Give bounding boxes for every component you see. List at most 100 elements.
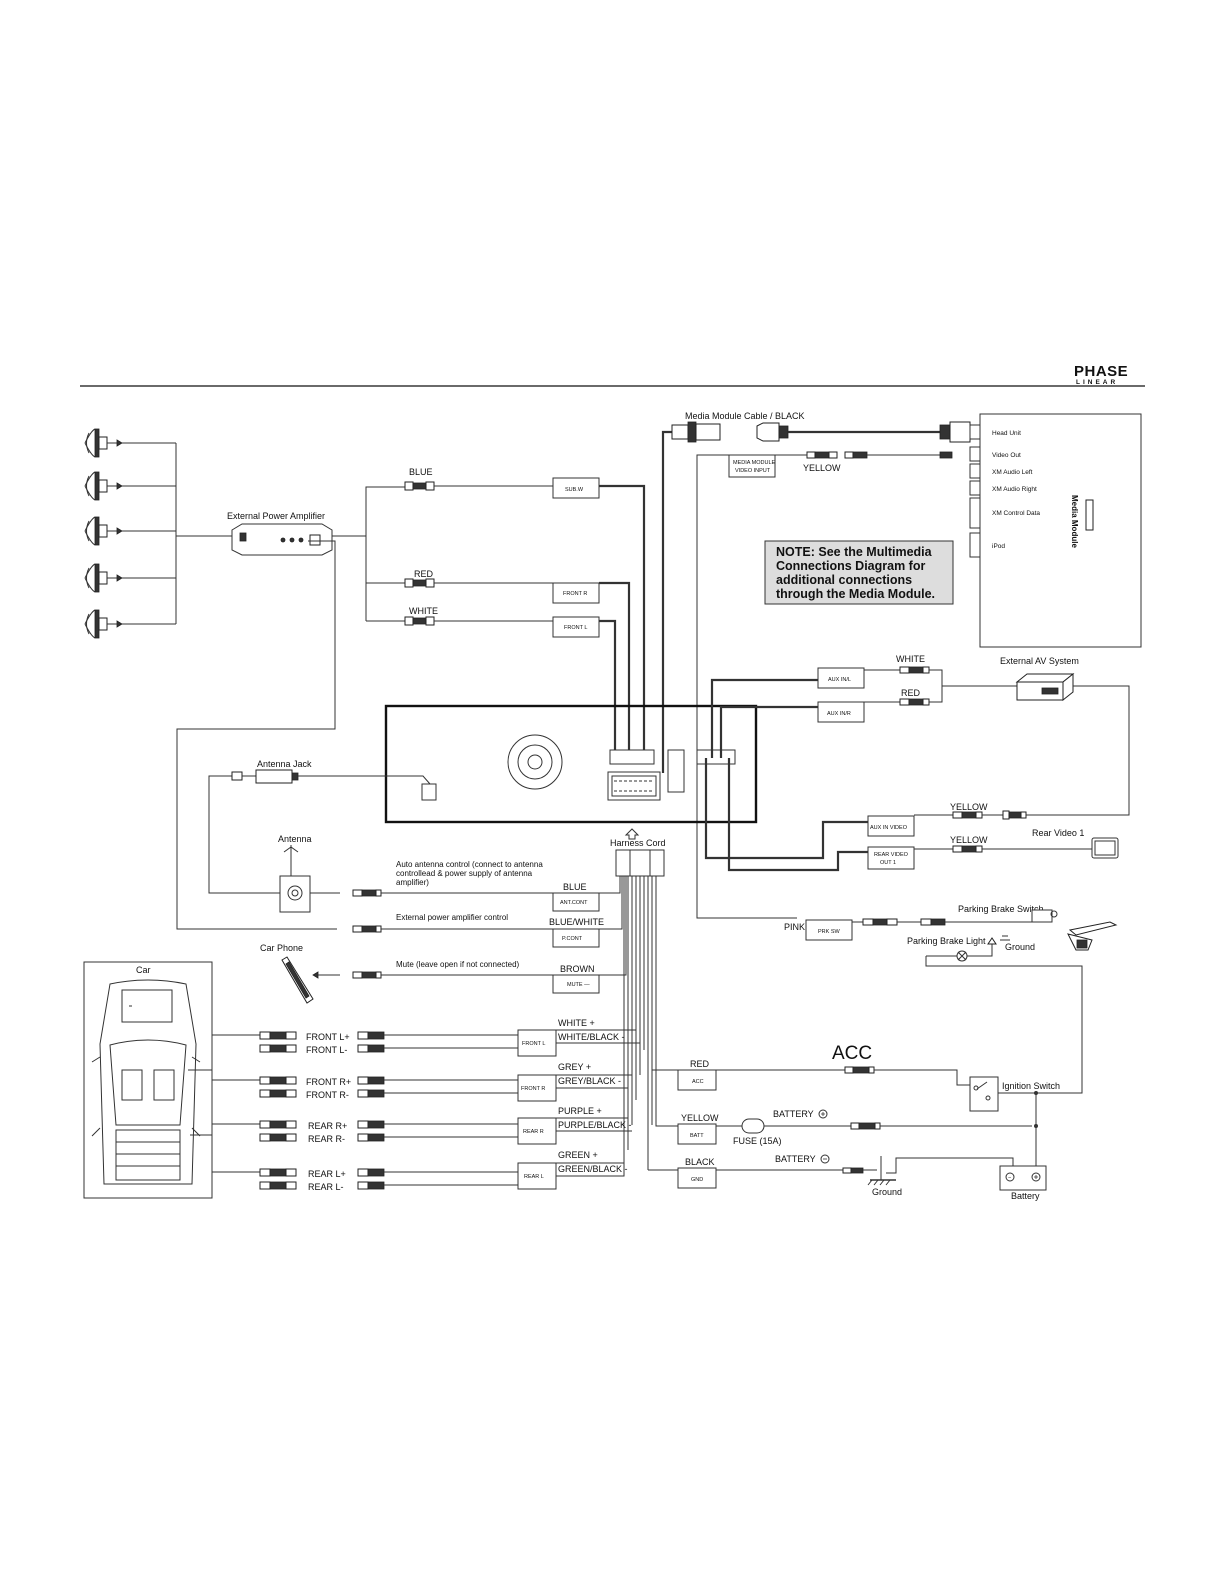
svg-text:P.CONT: P.CONT bbox=[562, 936, 583, 942]
svg-text:Auto antenna control (connect: Auto antenna control (connect to antenna bbox=[396, 860, 543, 869]
svg-text:Ground: Ground bbox=[1005, 942, 1035, 952]
svg-text:RED: RED bbox=[690, 1059, 710, 1069]
power-gnd: BLACK GND BATTERY bbox=[648, 1154, 877, 1189]
power-batt: YELLOW BATT FUSE (15A) BATTERY bbox=[655, 1080, 1032, 1146]
svg-text:PURPLE/BLACK -: PURPLE/BLACK - bbox=[558, 1120, 632, 1130]
svg-text:additional connections: additional connections bbox=[776, 573, 912, 587]
antenna: Antenna bbox=[278, 834, 340, 913]
svg-text:BLUE/WHITE: BLUE/WHITE bbox=[549, 917, 604, 927]
svg-text:Antenna: Antenna bbox=[278, 834, 312, 844]
svg-text:FRONT R+: FRONT R+ bbox=[306, 1077, 351, 1087]
phase-linear-logo: PHASE LINEAR bbox=[1074, 363, 1128, 386]
ignition-switch: Ignition Switch bbox=[925, 956, 1083, 1112]
svg-text:FRONT R: FRONT R bbox=[521, 1086, 545, 1092]
svg-text:REAR VIDEO: REAR VIDEO bbox=[874, 852, 909, 858]
speakers bbox=[84, 428, 232, 639]
svg-text:Parking Brake Light: Parking Brake Light bbox=[907, 936, 986, 946]
aux-inputs: AUX IN/L AUX IN/R WHITE RED External AV … bbox=[710, 654, 1130, 816]
port-ipod: iPod bbox=[992, 543, 1005, 550]
media-module-cable: Media Module Cable / BLACK bbox=[661, 411, 971, 773]
acc-label: ACC bbox=[832, 1043, 872, 1064]
svg-text:External power amplifier contr: External power amplifier control bbox=[396, 913, 508, 922]
svg-text:Parking Brake Switch: Parking Brake Switch bbox=[958, 904, 1044, 914]
svg-text:Media Module Cable / BLACK: Media Module Cable / BLACK bbox=[685, 411, 805, 421]
svg-text:FRONT L: FRONT L bbox=[564, 625, 587, 631]
speaker-icon bbox=[84, 428, 176, 458]
svg-text:VIDEO INPUT: VIDEO INPUT bbox=[735, 468, 771, 474]
svg-text:PURPLE +: PURPLE + bbox=[558, 1106, 602, 1116]
svg-text:REAR L: REAR L bbox=[524, 1174, 544, 1180]
media-module-video: MEDIA MODULE VIDEO INPUT YELLOW bbox=[696, 451, 953, 919]
svg-text:ANT.CONT: ANT.CONT bbox=[560, 900, 588, 906]
svg-text:FRONT R-: FRONT R- bbox=[306, 1090, 349, 1100]
svg-text:BLACK: BLACK bbox=[685, 1157, 715, 1167]
svg-text:Ground: Ground bbox=[872, 1187, 902, 1197]
svg-text:RED: RED bbox=[414, 569, 434, 579]
power-acc: RED ACC ACC bbox=[651, 1020, 970, 1091]
svg-text:YELLOW: YELLOW bbox=[950, 802, 988, 812]
svg-text:BATTERY: BATTERY bbox=[775, 1154, 816, 1164]
antenna-jack: Antenna Jack bbox=[208, 759, 431, 894]
svg-text:SUB.W: SUB.W bbox=[565, 487, 584, 493]
harness-cord: Harness Cord bbox=[610, 828, 666, 1170]
head-unit bbox=[384, 704, 758, 824]
svg-text:FRONT L-: FRONT L- bbox=[306, 1045, 347, 1055]
svg-text:BROWN: BROWN bbox=[560, 964, 595, 974]
port-xm-control-data: XM Control Data bbox=[992, 510, 1040, 517]
svg-text:GND: GND bbox=[691, 1177, 703, 1183]
svg-text:PRK SW: PRK SW bbox=[818, 929, 841, 935]
rear-video-out: REAR VIDEO OUT 1 YELLOW Rear Video 1 bbox=[727, 758, 1119, 872]
svg-text:RED: RED bbox=[901, 688, 921, 698]
speaker-wires-rear-l: REAR L+ REAR L- REAR L GREEN + GREEN/BLA… bbox=[259, 1150, 628, 1192]
ground-symbol: Ground bbox=[867, 1156, 1014, 1197]
svg-text:AUX IN/L: AUX IN/L bbox=[828, 677, 851, 683]
svg-text:GREY/BLACK -: GREY/BLACK - bbox=[558, 1076, 621, 1086]
media-module-title: Media Module bbox=[1070, 495, 1079, 548]
svg-text:BATT: BATT bbox=[690, 1133, 704, 1139]
svg-text:−: − bbox=[1008, 1175, 1011, 1181]
svg-text:Car: Car bbox=[136, 965, 151, 975]
control-wire-pcont: External power amplifier control BLUE/WH… bbox=[352, 876, 623, 948]
port-xm-audio-left: XM Audio Left bbox=[992, 469, 1033, 476]
svg-text:Mute (leave open if not connec: Mute (leave open if not connected) bbox=[396, 960, 520, 969]
rca-preout-sub: BLUE SUB.W bbox=[404, 467, 646, 758]
svg-text:GREY +: GREY + bbox=[558, 1062, 591, 1072]
svg-text:OUT 1: OUT 1 bbox=[880, 860, 896, 866]
svg-text:AUX IN VIDEO: AUX IN VIDEO bbox=[870, 825, 908, 831]
aux-video: AUX IN VIDEO YELLOW bbox=[704, 758, 1027, 860]
svg-text:FUSE (15A): FUSE (15A) bbox=[733, 1136, 782, 1146]
svg-text:YELLOW: YELLOW bbox=[950, 835, 988, 845]
svg-text:WHITE +: WHITE + bbox=[558, 1018, 595, 1028]
svg-text:BLUE: BLUE bbox=[409, 467, 433, 477]
svg-text:through the Media Module.: through the Media Module. bbox=[776, 587, 935, 601]
speaker-icon bbox=[84, 471, 176, 501]
external-power-amplifier: External Power Amplifier bbox=[227, 511, 333, 556]
svg-text:MUTE —: MUTE — bbox=[567, 982, 590, 988]
svg-text:REAR L+: REAR L+ bbox=[308, 1169, 346, 1179]
svg-text:REAR R+: REAR R+ bbox=[308, 1121, 347, 1131]
control-wire-ant: Auto antenna control (connect to antenna… bbox=[352, 860, 621, 912]
svg-text:FRONT L+: FRONT L+ bbox=[306, 1032, 350, 1042]
svg-text:Antenna Jack: Antenna Jack bbox=[257, 759, 312, 769]
svg-text:Ignition Switch: Ignition Switch bbox=[1002, 1081, 1060, 1091]
svg-text:PINK: PINK bbox=[784, 922, 805, 932]
rca-preout-front-r: RED FRONT R bbox=[404, 569, 631, 758]
control-wire-mute: Car Phone Mute (leave open if not connec… bbox=[260, 876, 627, 1004]
svg-text:YELLOW: YELLOW bbox=[803, 463, 841, 473]
svg-text:REAR L-: REAR L- bbox=[308, 1182, 344, 1192]
svg-text:Battery: Battery bbox=[1011, 1191, 1040, 1201]
battery-icon: − Battery bbox=[999, 1091, 1047, 1201]
external-power-amplifier-label: External Power Amplifier bbox=[227, 511, 325, 521]
svg-text:MEDIA MODULE: MEDIA MODULE bbox=[733, 460, 776, 466]
speaker-wires-front-r: FRONT R+ FRONT R- FRONT R GREY + GREY/BL… bbox=[259, 1062, 632, 1102]
svg-text:controllead & power supply of: controllead & power supply of antenna bbox=[396, 869, 533, 878]
svg-text:WHITE: WHITE bbox=[896, 654, 925, 664]
svg-text:REAR R-: REAR R- bbox=[308, 1134, 345, 1144]
svg-text:GREEN/BLACK -: GREEN/BLACK - bbox=[558, 1164, 628, 1174]
svg-text:ACC: ACC bbox=[692, 1079, 704, 1085]
svg-text:GREEN +: GREEN + bbox=[558, 1150, 598, 1160]
speaker-wires-front-l: FRONT L+ FRONT L- FRONT L WHITE + WHITE/… bbox=[259, 1018, 640, 1057]
svg-text:Harness Cord: Harness Cord bbox=[610, 838, 666, 848]
svg-text:NOTE: See the Multimedia: NOTE: See the Multimedia bbox=[776, 545, 933, 559]
